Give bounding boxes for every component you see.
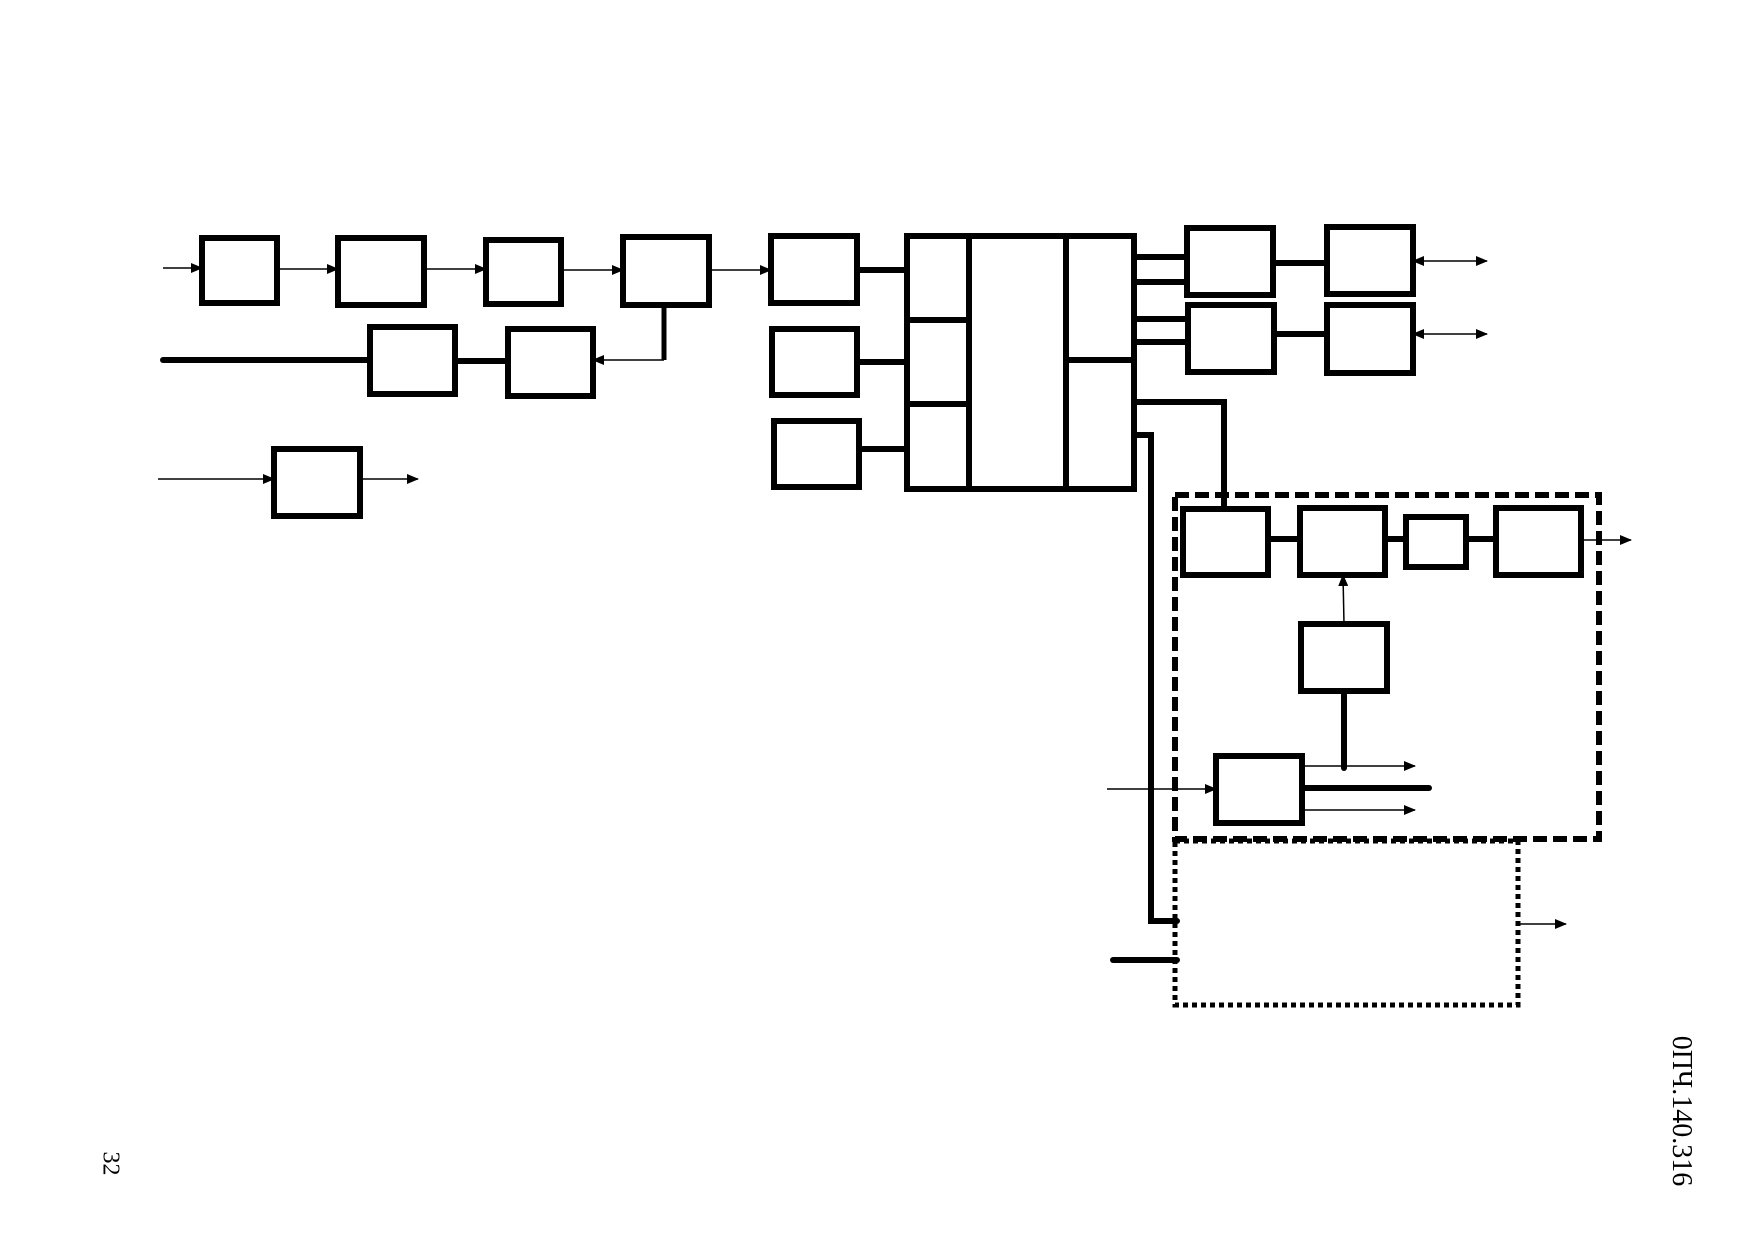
block-r2-3 bbox=[769, 326, 860, 398]
block-in-4 bbox=[1493, 505, 1584, 578]
dotted-enclosure bbox=[1172, 838, 1521, 1008]
block-r3-1 bbox=[271, 446, 363, 519]
block-r1-4 bbox=[620, 234, 712, 308]
block-r1-2 bbox=[335, 235, 427, 308]
block-in-5 bbox=[1298, 621, 1390, 694]
block-r1-3 bbox=[483, 237, 564, 307]
block-ru-3 bbox=[1185, 302, 1277, 375]
block-r1-5 bbox=[768, 233, 860, 306]
arrow-in5-in2 bbox=[1338, 574, 1349, 625]
block-in-1 bbox=[1180, 506, 1271, 578]
page-number: 32 bbox=[97, 1151, 124, 1176]
block-r3-2 bbox=[771, 418, 862, 490]
block-in-3 bbox=[1403, 514, 1469, 570]
block-ru-2 bbox=[1324, 224, 1416, 297]
block-ru-4 bbox=[1324, 302, 1416, 376]
block-in-2 bbox=[1297, 505, 1388, 578]
block-r1-1 bbox=[199, 235, 280, 306]
bus-central-to-dotted bbox=[1131, 432, 1180, 924]
block-r2-1 bbox=[367, 324, 458, 397]
document-code: 0ПЧ.140.316 bbox=[1666, 1035, 1698, 1187]
block-r2-2 bbox=[505, 326, 596, 399]
bus-central-to-in1 bbox=[1131, 399, 1227, 512]
block-ru-1 bbox=[1184, 225, 1276, 298]
block-in-6 bbox=[1213, 753, 1305, 826]
